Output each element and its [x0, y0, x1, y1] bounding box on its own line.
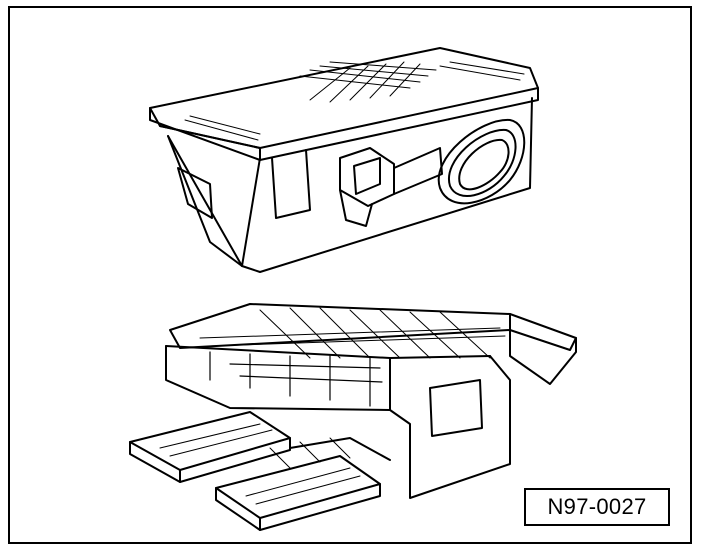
upper-storage-box [149, 47, 539, 273]
technical-illustration [129, 47, 577, 531]
figure-frame: N97-0027 [8, 6, 692, 544]
reference-code-label: N97-0027 [524, 488, 670, 526]
lower-parts-case [129, 303, 577, 531]
